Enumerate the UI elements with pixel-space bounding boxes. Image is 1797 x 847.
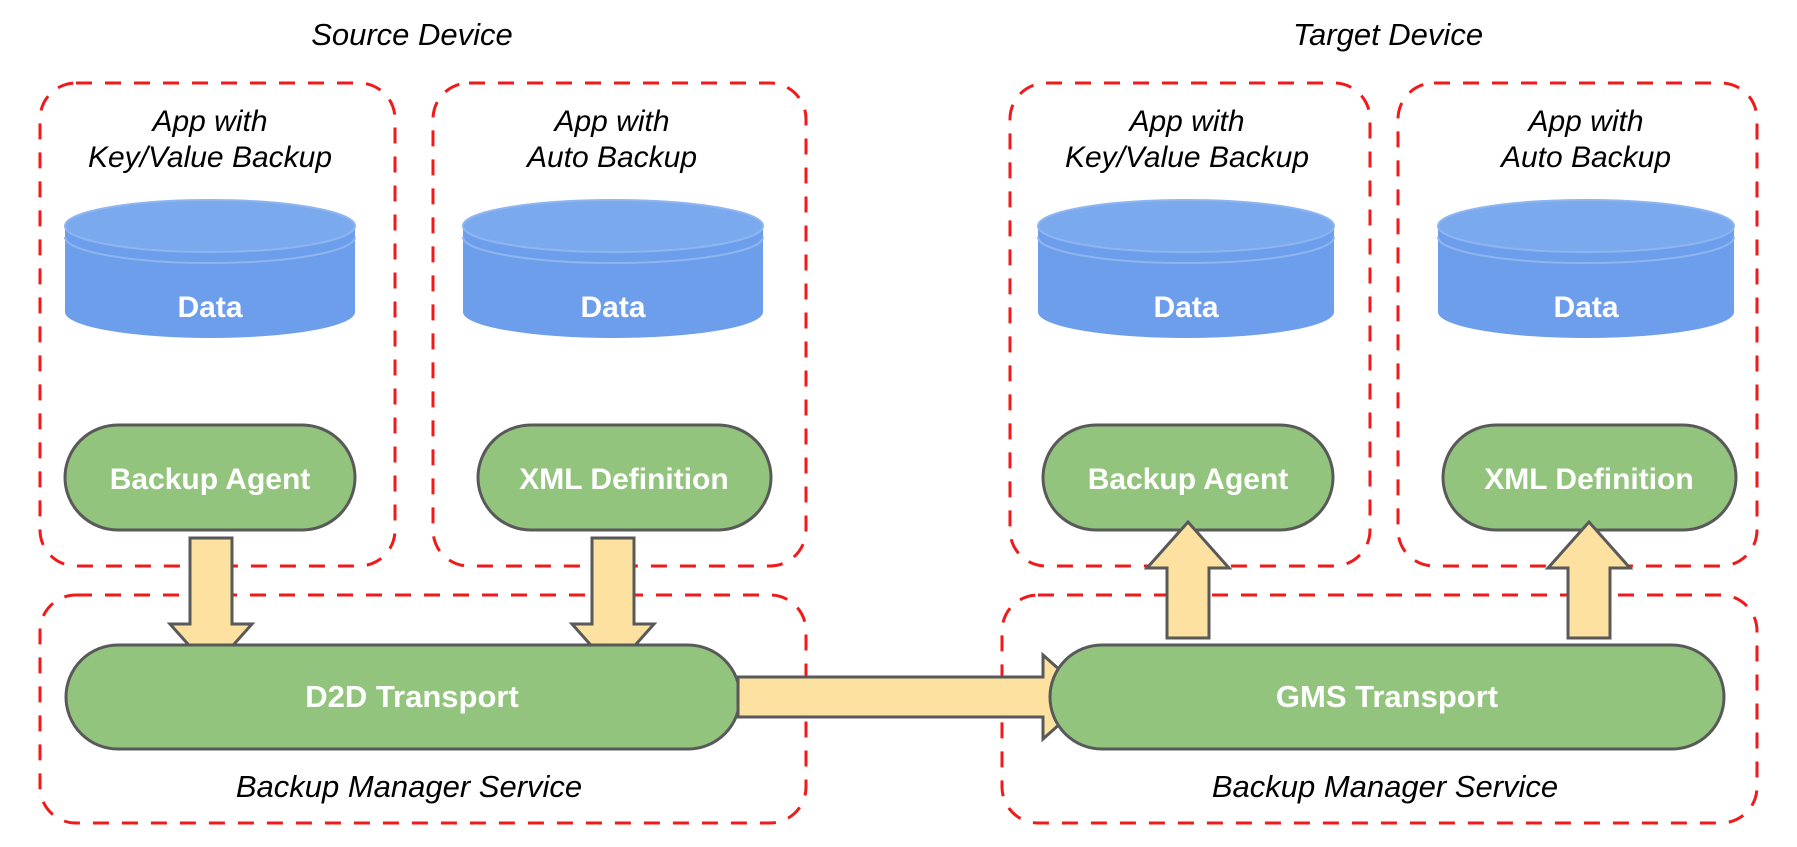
target-auto-component-label: XML Definition (1484, 463, 1693, 496)
source-kv-data-label: Data (177, 291, 242, 324)
transport-transfer-arrow (736, 651, 1093, 743)
target-kv-data-label: Data (1153, 291, 1218, 324)
source-kv-app-title-line2: Key/Value Backup (88, 141, 332, 174)
source-kv-component-pill[interactable] (63, 423, 357, 532)
target-kv-data-cylinder (1037, 199, 1335, 338)
target-backup-manager-service-label: Backup Manager Service (1212, 769, 1558, 804)
target-auto-data-cylinder (1437, 199, 1735, 338)
source-auto-app-title-line1: App with (552, 105, 669, 138)
source-auto-app-container (431, 81, 808, 568)
target-kv-up-arrow (1143, 519, 1233, 640)
source-device-title: Source Device (311, 17, 513, 52)
gms-transport-pill[interactable] (1048, 643, 1726, 751)
target-auto-app-title-line2: Auto Backup (1499, 141, 1671, 174)
target-auto-app-title-line1: App with (1526, 105, 1643, 138)
target-kv-component-label: Backup Agent (1088, 463, 1289, 496)
source-auto-data-label: Data (580, 291, 645, 324)
d2d-transport-label: D2D Transport (305, 679, 519, 714)
source-auto-app-title-line2: Auto Backup (525, 141, 697, 174)
target-kv-app-title-line2: Key/Value Backup (1065, 141, 1309, 174)
source-auto-data-cylinder (462, 199, 764, 338)
source-kv-data-cylinder (64, 199, 356, 338)
source-kv-app-title-line1: App with (150, 105, 267, 138)
source-auto-component-label: XML Definition (519, 463, 728, 496)
source-backup-manager-service-label: Backup Manager Service (236, 769, 582, 804)
target-device-title: Target Device (1293, 17, 1483, 52)
target-auto-data-label: Data (1553, 291, 1618, 324)
target-kv-app-title-line1: App with (1127, 105, 1244, 138)
gms-transport-label: GMS Transport (1276, 679, 1498, 714)
source-kv-component-label: Backup Agent (110, 463, 311, 496)
target-auto-up-arrow (1544, 519, 1634, 640)
source-service-container (38, 593, 808, 825)
source-auto-component-pill[interactable] (476, 423, 773, 532)
